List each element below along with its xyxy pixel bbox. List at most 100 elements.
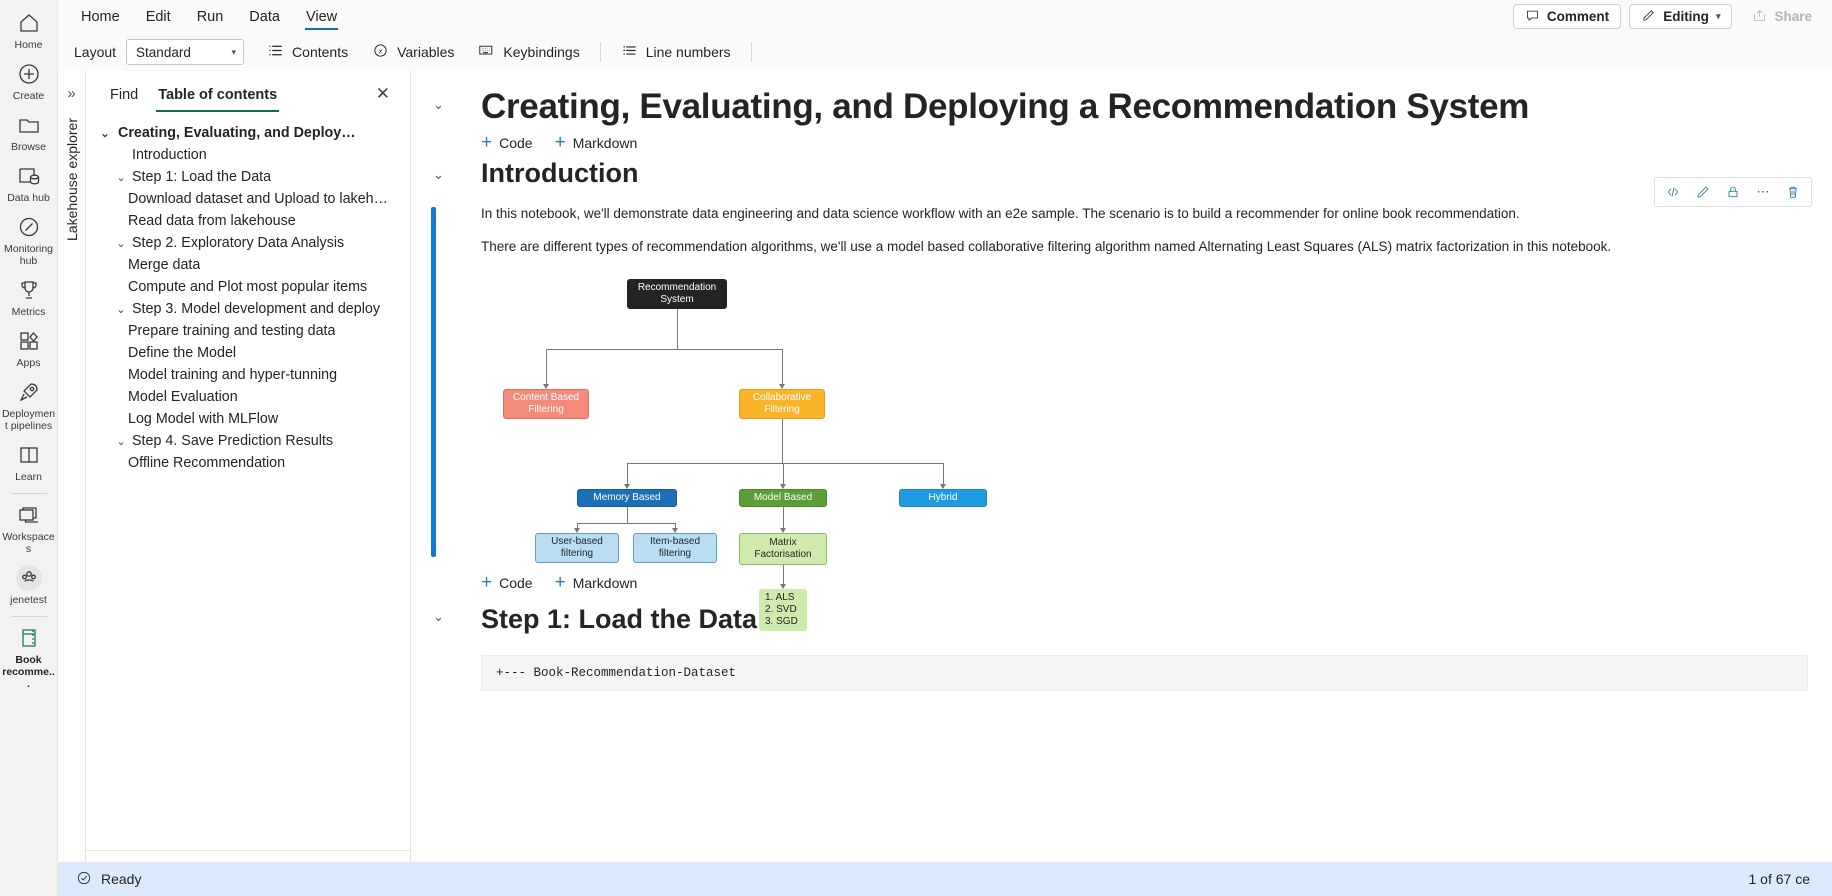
toc-item[interactable]: Introduction — [86, 144, 410, 166]
diagram-connector — [627, 507, 628, 523]
toc-item[interactable]: Download dataset and Upload to lakeh… — [86, 188, 410, 210]
notebook-canvas[interactable]: ⌄ Creating, Evaluating, and Deploying a … — [411, 71, 1832, 896]
rail-item-data-hub[interactable]: Data hub — [0, 157, 57, 208]
chevron-down-icon[interactable]: ⌄ — [116, 303, 126, 316]
add-code-button[interactable]: + Code — [481, 573, 533, 592]
lakehouse-explorer-label[interactable]: Lakehouse explorer — [63, 118, 80, 241]
diagram-node-label: Hybrid — [928, 492, 958, 503]
table-of-contents-panel: Find Table of contents ✕ ⌄Creating, Eval… — [86, 71, 411, 896]
rail-item-home[interactable]: Home — [0, 4, 57, 55]
menu-view[interactable]: View — [293, 0, 350, 33]
fold-chevron-icon[interactable]: ⌄ — [433, 167, 444, 182]
chevron-down-icon[interactable]: ⌄ — [116, 435, 126, 448]
chevron-down-icon[interactable]: ⌄ — [100, 127, 110, 140]
diagram-node-label: User-based filtering — [551, 536, 603, 559]
plus-icon: + — [554, 132, 566, 153]
diagram-node-collab: Collaborative Filtering — [739, 389, 825, 419]
close-icon[interactable]: ✕ — [375, 83, 390, 103]
toc-item[interactable]: ⌄Creating, Evaluating, and Deployin… — [86, 122, 410, 144]
diagram-connector — [677, 309, 678, 349]
menu-home[interactable]: Home — [81, 8, 120, 25]
fold-chevron-icon[interactable]: ⌄ — [433, 97, 444, 112]
keybindings-label: Keybindings — [503, 44, 580, 60]
more-icon[interactable]: ⋯ — [1756, 184, 1770, 199]
variables-button[interactable]: x Variables — [361, 38, 465, 66]
toc-item[interactable]: Merge data — [86, 254, 410, 276]
tab-table-of-contents[interactable]: Table of contents — [148, 83, 287, 112]
chevron-down-icon[interactable]: ⌄ — [116, 237, 126, 250]
toc-item[interactable]: Compute and Plot most popular items — [86, 276, 410, 298]
edit-icon[interactable] — [1689, 179, 1717, 205]
delete-icon[interactable] — [1779, 179, 1807, 205]
diagram-node-als: 1. ALS 2. SVD 3. SGD — [759, 589, 807, 631]
add-markdown-button[interactable]: + Markdown — [555, 573, 638, 592]
toc-item[interactable]: ⌄Step 4. Save Prediction Results — [86, 430, 410, 452]
toc-item[interactable]: Log Model with MLFlow — [86, 408, 410, 430]
line-numbers-label: Line numbers — [645, 44, 731, 60]
add-code-button[interactable]: + Code — [481, 132, 533, 153]
rail-item-create[interactable]: Create — [0, 55, 57, 106]
plus-icon: + — [481, 132, 493, 153]
comment-button[interactable]: Comment — [1512, 4, 1622, 29]
diagram-node-memory: Memory Based — [577, 489, 677, 507]
rail-label: Workspaces — [2, 531, 55, 555]
rail-item-browse[interactable]: Browse — [0, 106, 57, 157]
database-icon — [16, 163, 42, 189]
rail-item-deployment-pipelines[interactable]: Deployment pipelines — [0, 373, 57, 436]
chevron-down-icon: ▾ — [1715, 11, 1721, 21]
rail-item-workspaces[interactable]: Workspaces — [0, 496, 57, 559]
notebook-cell-step1[interactable]: ⌄ Step 1: Load the Data +--- Book-Recomm… — [411, 595, 1832, 691]
toc-item[interactable]: Read data from lakehouse — [86, 210, 410, 232]
rail-item-monitoring-hub[interactable]: Monitoring hub — [0, 208, 57, 271]
notebook-cell-title[interactable]: ⌄ Creating, Evaluating, and Deploying a … — [411, 71, 1832, 155]
keyboard-icon — [478, 42, 495, 62]
status-cell-count: 1 of 67 ce — [1748, 871, 1811, 887]
lock-icon[interactable] — [1719, 179, 1747, 205]
notebook-cell-introduction[interactable]: ⌄ Introduction — [411, 155, 1832, 631]
toc-item[interactable]: ⌄Step 1: Load the Data — [86, 166, 410, 188]
diagram-node-label: 1. ALS 2. SVD 3. SGD — [765, 592, 798, 627]
status-ready: Ready — [76, 870, 141, 889]
diagram-node-model: Model Based — [739, 489, 827, 507]
toc-item[interactable]: Prepare training and testing data — [86, 320, 410, 342]
toc-item-label: Step 3. Model development and deploy — [132, 301, 380, 317]
toc-item-label: Merge data — [128, 257, 201, 273]
code-icon[interactable] — [1659, 179, 1687, 205]
rail-label: Monitoring hub — [3, 243, 54, 267]
rail-item-jenetest[interactable]: jenetest — [0, 559, 57, 610]
diagram-arrowhead — [778, 384, 785, 389]
chevron-down-icon[interactable]: ⌄ — [116, 171, 126, 184]
toc-item[interactable]: ⌄Step 2. Exploratory Data Analysis — [86, 232, 410, 254]
chevron-double-right-icon[interactable]: » — [67, 85, 76, 102]
toc-item-label: Model Evaluation — [128, 389, 238, 405]
keybindings-button[interactable]: Keybindings — [467, 38, 590, 66]
rail-item-apps[interactable]: Apps — [0, 322, 57, 373]
rail-item-metrics[interactable]: Metrics — [0, 271, 57, 322]
cell-gutter: ⌄ — [411, 155, 481, 595]
layout-select[interactable]: Standard ▾ — [126, 39, 245, 65]
contents-button[interactable]: Contents — [256, 38, 359, 66]
cell-toolbar[interactable]: ⋯ — [1654, 177, 1812, 207]
toc-item[interactable]: Define the Model — [86, 342, 410, 364]
rail-label: jenetest — [10, 594, 47, 606]
add-markdown-button[interactable]: + Markdown — [554, 132, 638, 153]
rail-item-book-recommendation[interactable]: Book recomme... — [0, 619, 57, 694]
notebook-scroll-area: ⌄ Creating, Evaluating, and Deploying a … — [411, 71, 1832, 896]
menu-edit[interactable]: Edit — [145, 8, 171, 25]
toc-item[interactable]: ⌄ Step 3. Model development and deploy — [86, 298, 410, 320]
editing-button[interactable]: Editing ▾ — [1629, 4, 1733, 29]
line-numbers-button[interactable]: Line numbers — [610, 38, 742, 66]
menu-data[interactable]: Data — [249, 8, 280, 25]
share-button[interactable]: Share — [1740, 4, 1824, 29]
tab-find[interactable]: Find — [110, 87, 139, 103]
toc-item-label: Define the Model — [128, 345, 237, 361]
toc-item[interactable]: Model Evaluation — [86, 386, 410, 408]
rail-label: Data hub — [7, 192, 50, 204]
rail-item-learn[interactable]: Learn — [0, 436, 57, 487]
menu-run[interactable]: Run — [196, 8, 224, 25]
toc-item[interactable]: Offline Recommendation — [86, 452, 410, 474]
fold-chevron-icon[interactable]: ⌄ — [433, 609, 444, 624]
check-circle-icon — [76, 870, 92, 889]
code-cell-output[interactable]: +--- Book-Recommendation-Dataset — [481, 655, 1808, 691]
toc-item[interactable]: Model training and hyper-tunning — [86, 364, 410, 386]
